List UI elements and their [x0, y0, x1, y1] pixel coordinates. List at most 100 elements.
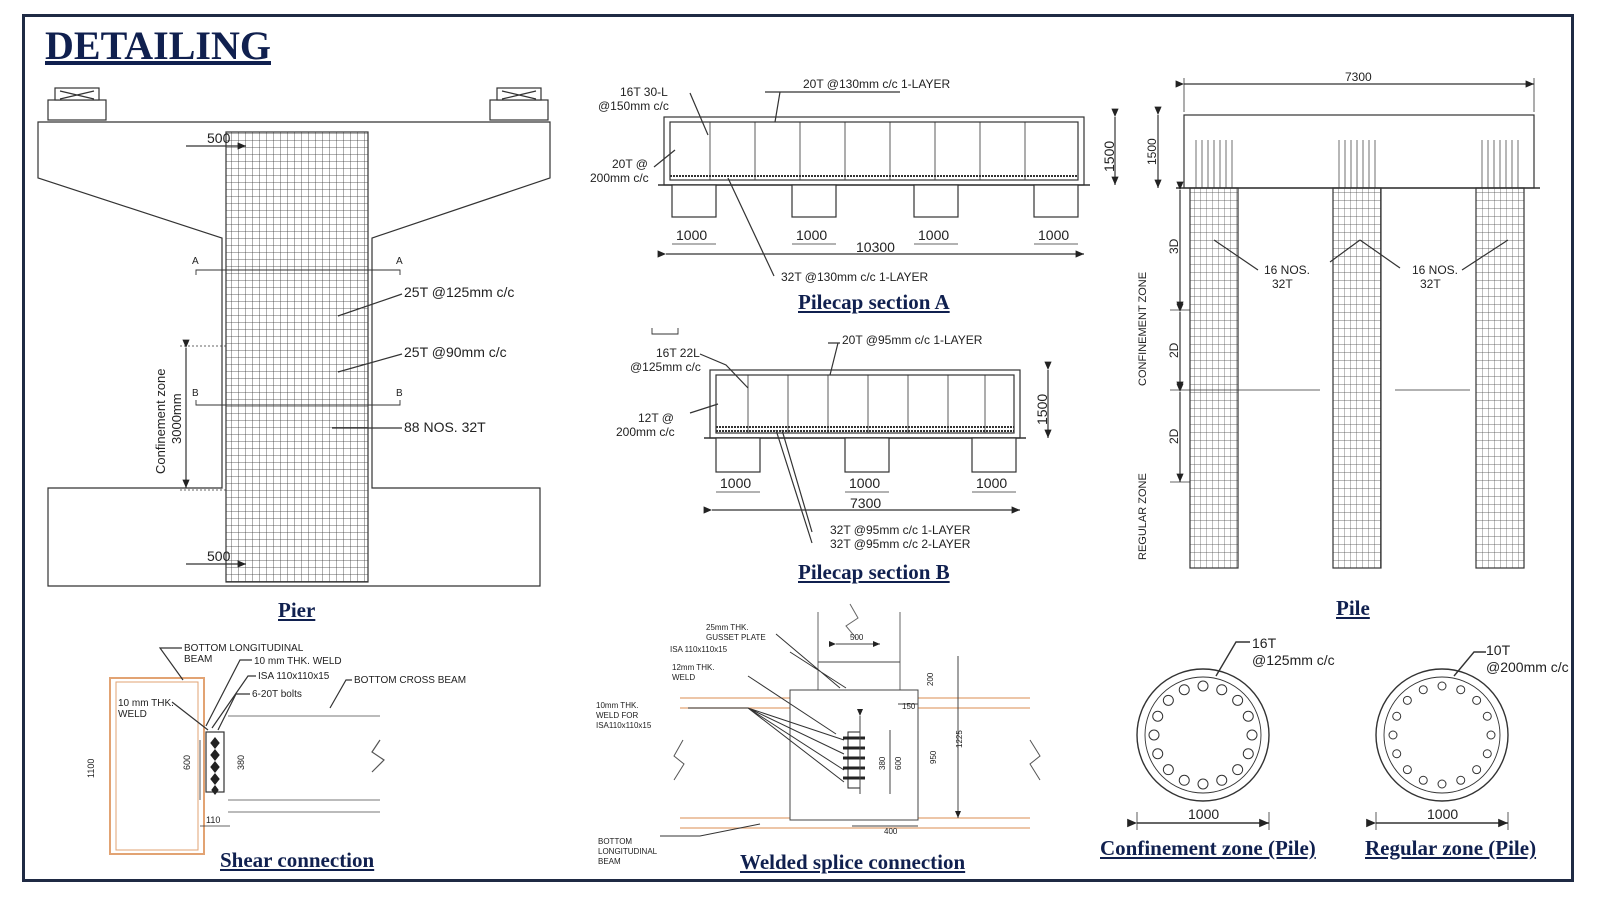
- sp-l1a: 25mm THK.: [706, 623, 749, 632]
- pier-dim-bottom: 500: [207, 548, 231, 564]
- rebar-circle: [1148, 729, 1160, 741]
- rebar-circle: [1402, 765, 1412, 775]
- pile-zone-3d: 3D: [1167, 238, 1181, 254]
- pier-labels: 500 500 A A B B 25T @125mm c/c 25T @90mm…: [153, 130, 514, 564]
- sp-d600: 600: [894, 756, 903, 770]
- pile-cap-depth: 1500: [1145, 138, 1159, 165]
- pcb-pile-width-1: 1000: [720, 475, 751, 491]
- sp-l4a: 10mm THK.: [596, 701, 639, 710]
- rebar-circle: [1246, 729, 1258, 741]
- sp-d380: 380: [878, 756, 887, 770]
- rebar-circle: [1162, 764, 1174, 776]
- pile-bars-2b: 32T: [1420, 277, 1441, 291]
- sp-l5c: BEAM: [598, 857, 621, 866]
- caption-regular-zone: Regular zone (Pile): [1365, 836, 1537, 860]
- pca-length: 10300: [856, 239, 895, 255]
- pier-confinement-dim: 3000mm: [169, 393, 184, 444]
- rebar-circle: [1482, 749, 1492, 759]
- pier-dim-top: 500: [207, 130, 231, 146]
- rebar-circle: [1402, 695, 1412, 705]
- caption-confinement-zone: Confinement zone (Pile): [1100, 836, 1316, 860]
- pca-label-top-bar: 20T @130mm c/c 1-LAYER: [803, 77, 950, 91]
- splice-connection-labels: 25mm THK. GUSSET PLATE ISA 110x110x15 12…: [596, 623, 964, 866]
- caption-pier: Pier: [278, 598, 316, 622]
- caption-pile: Pile: [1336, 596, 1370, 620]
- rebar-circle: [1392, 749, 1402, 759]
- pcb-bottom-2: 32T @95mm c/c 2-LAYER: [830, 537, 971, 551]
- rebar-circle: [1178, 774, 1190, 786]
- sp-l3b: WELD: [672, 673, 695, 682]
- conf-bar-2: @125mm c/c: [1252, 652, 1335, 668]
- sc-l1a: BOTTOM LONGITUDINAL: [184, 643, 304, 654]
- rebar-circle: [1456, 685, 1466, 695]
- conf-dia: 1000: [1188, 806, 1219, 822]
- page-frame: [22, 14, 1574, 882]
- pile-drawing: [1154, 78, 1540, 569]
- pile-regular-label: REGULAR ZONE: [1137, 473, 1149, 560]
- pca-label-top-left-1: 16T 30-L: [620, 85, 668, 99]
- pier-rebar-label-1: 25T @125mm c/c: [404, 284, 514, 300]
- pcb-bottom-1: 32T @95mm c/c 1-LAYER: [830, 523, 971, 537]
- sp-d400: 400: [884, 827, 898, 836]
- rebar-circle: [1152, 710, 1164, 722]
- rebar-circle: [1418, 685, 1428, 695]
- sp-l1b: GUSSET PLATE: [706, 633, 766, 642]
- pcb-pile-width-2: 1000: [849, 475, 880, 491]
- pca-bottom-bar: 32T @130mm c/c 1-LAYER: [781, 270, 928, 284]
- sp-d150: 150: [902, 702, 916, 711]
- rebar-circle: [1486, 730, 1496, 740]
- regular-bars: [1388, 681, 1496, 789]
- rebar-circle: [1472, 695, 1482, 705]
- rebar-circle: [1232, 764, 1244, 776]
- sp-d950: 950: [929, 750, 938, 764]
- sc-l3: ISA 110x110x15: [258, 671, 330, 682]
- sc-l1b: BEAM: [184, 654, 212, 665]
- section-mark-b-left: B: [192, 388, 199, 399]
- sc-l6a: 10 mm THK.: [118, 698, 174, 709]
- page-title: DETAILING: [45, 23, 271, 68]
- caption-pilecap-a: Pilecap section A: [798, 290, 950, 314]
- pile-zone-2d-2: 2D: [1167, 428, 1181, 444]
- sp-l4c: ISA110x110x15: [596, 721, 652, 730]
- rebar-circle: [1178, 684, 1190, 696]
- reg-bar-1: 10T: [1486, 642, 1511, 658]
- rebar-circle: [1197, 778, 1209, 790]
- pca-depth: 1500: [1101, 141, 1117, 172]
- pcb-label-side-2: 200mm c/c: [616, 425, 675, 439]
- rebar-circle: [1456, 775, 1466, 785]
- pcb-label-side-1: 12T @: [638, 411, 674, 425]
- pier-confinement-label: Confinement zone: [153, 368, 168, 474]
- pcb-label-top-left-1: 16T 22L: [656, 346, 700, 360]
- sc-l4: BOTTOM CROSS BEAM: [354, 675, 466, 686]
- rebar-circle: [1216, 684, 1228, 696]
- caption-welded-splice: Welded splice connection: [740, 850, 966, 874]
- bearing-right: [489, 87, 549, 121]
- sp-d200: 200: [926, 672, 935, 686]
- pcb-pile-width-3: 1000: [976, 475, 1007, 491]
- pilecap-a-labels: 16T 30-L @150mm c/c 20T @130mm c/c 1-LAY…: [590, 77, 1117, 284]
- sp-l4b: WELD FOR: [596, 711, 638, 720]
- pile-labels: 7300 1500 3D 2D 2D CONFINEMENT ZONE REGU…: [1137, 70, 1458, 560]
- bearing-left: [47, 87, 107, 121]
- sp-l5b: LONGITUDINAL: [598, 847, 658, 856]
- pile-3: [1475, 187, 1525, 569]
- rebar-circle: [1472, 765, 1482, 775]
- sp-l2: ISA 110x110x15: [670, 645, 728, 654]
- pile-bars-2a: 16 NOS.: [1412, 263, 1458, 277]
- pcb-depth: 1500: [1034, 394, 1050, 425]
- section-labels: 16T @125mm c/c 1000 10T @200mm c/c 1000: [1188, 635, 1569, 822]
- rebar-circle: [1197, 680, 1209, 692]
- sp-l3a: 12mm THK.: [672, 663, 715, 672]
- confinement-section-drawing: [1127, 641, 1270, 830]
- pile-confinement-label: CONFINEMENT ZONE: [1137, 272, 1149, 386]
- rebar-circle: [1242, 748, 1254, 760]
- caption-pilecap-b: Pilecap section B: [798, 560, 950, 584]
- pilecap-b-labels: 16T 22L @125mm c/c 20T @95mm c/c 1-LAYER…: [616, 333, 1050, 551]
- pier-reinforcement-mesh: [225, 131, 369, 583]
- pcb-label-top-bar: 20T @95mm c/c 1-LAYER: [842, 333, 983, 347]
- rebar-circle: [1418, 775, 1428, 785]
- pcb-label-top-left-2: @125mm c/c: [630, 360, 701, 374]
- pile-zone-2d-1: 2D: [1167, 342, 1181, 358]
- conf-bar-1: 16T: [1252, 635, 1277, 651]
